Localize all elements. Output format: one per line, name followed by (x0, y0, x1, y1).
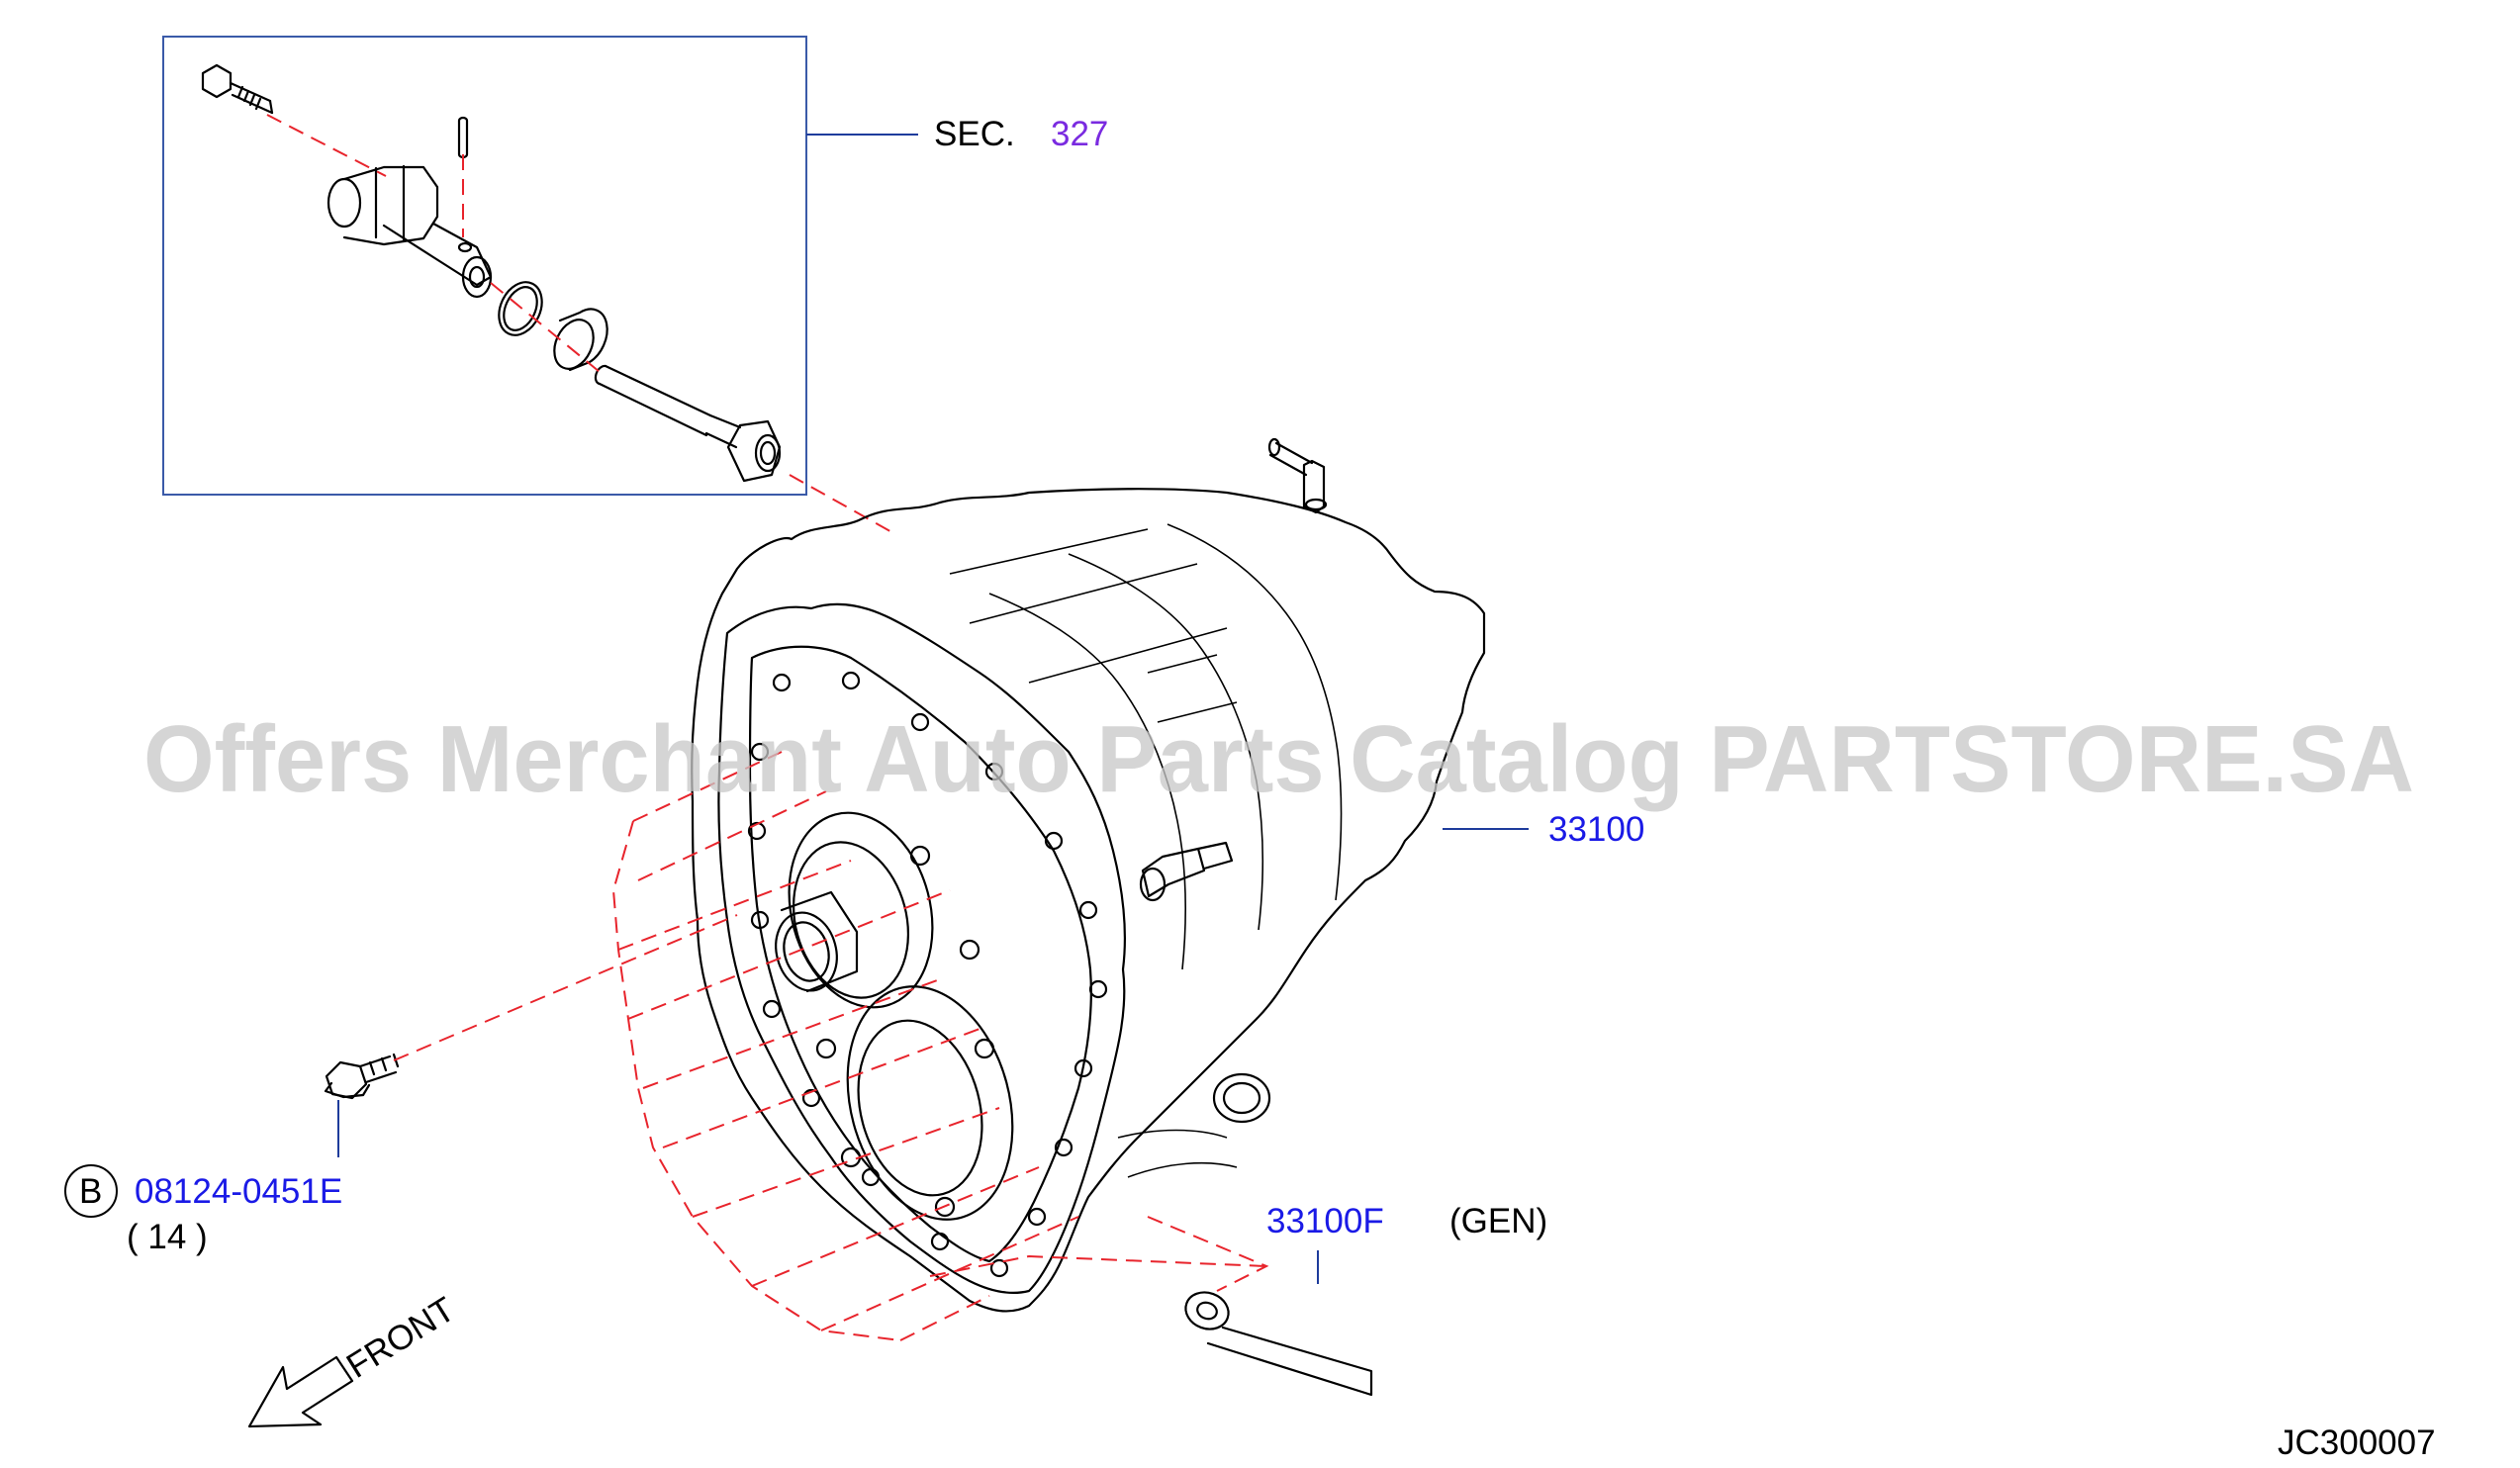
plate-part-number[interactable]: 33100F (1266, 1202, 1384, 1240)
side-sensor-icon (1139, 841, 1234, 902)
watermark-text: Offers Merchant Auto Parts Catalog PARTS… (143, 706, 2414, 812)
bolt-callout-letter: B (79, 1172, 102, 1211)
breather-tube-icon (1267, 437, 1328, 514)
inset-bolt-icon (201, 63, 274, 115)
output-shaft-boss (775, 811, 934, 1009)
inset-section-box[interactable] (162, 36, 807, 496)
inset-oring-icon (498, 281, 543, 336)
transfer-case-drawing[interactable] (691, 437, 1486, 1313)
lower-bore (815, 845, 1014, 1221)
plate-note: (GEN) (1449, 1202, 1547, 1240)
front-label: FRONT (340, 1290, 462, 1386)
inset-sleeve-icon (327, 164, 493, 299)
bolt-quantity: ( 14 ) (127, 1218, 208, 1256)
inset-pin-icon (457, 116, 469, 159)
section-ref-link[interactable]: 327 (1051, 115, 1108, 153)
case-bolt-icon (324, 1053, 400, 1100)
name-plate-icon (1184, 1291, 1373, 1397)
diagram-code: JC300007 (2278, 1423, 2436, 1462)
bolt-callout-circle (64, 1164, 118, 1218)
section-ref-label: SEC. (934, 115, 1015, 153)
case-part-number[interactable]: 33100 (1548, 810, 1644, 849)
projection-dashes (611, 751, 1269, 1341)
inset-bushing-icon (553, 308, 608, 372)
front-arrow-icon (247, 1355, 354, 1428)
inset-shaft-icon (594, 364, 782, 483)
bolt-part-number[interactable]: 08124-0451E (135, 1172, 342, 1211)
